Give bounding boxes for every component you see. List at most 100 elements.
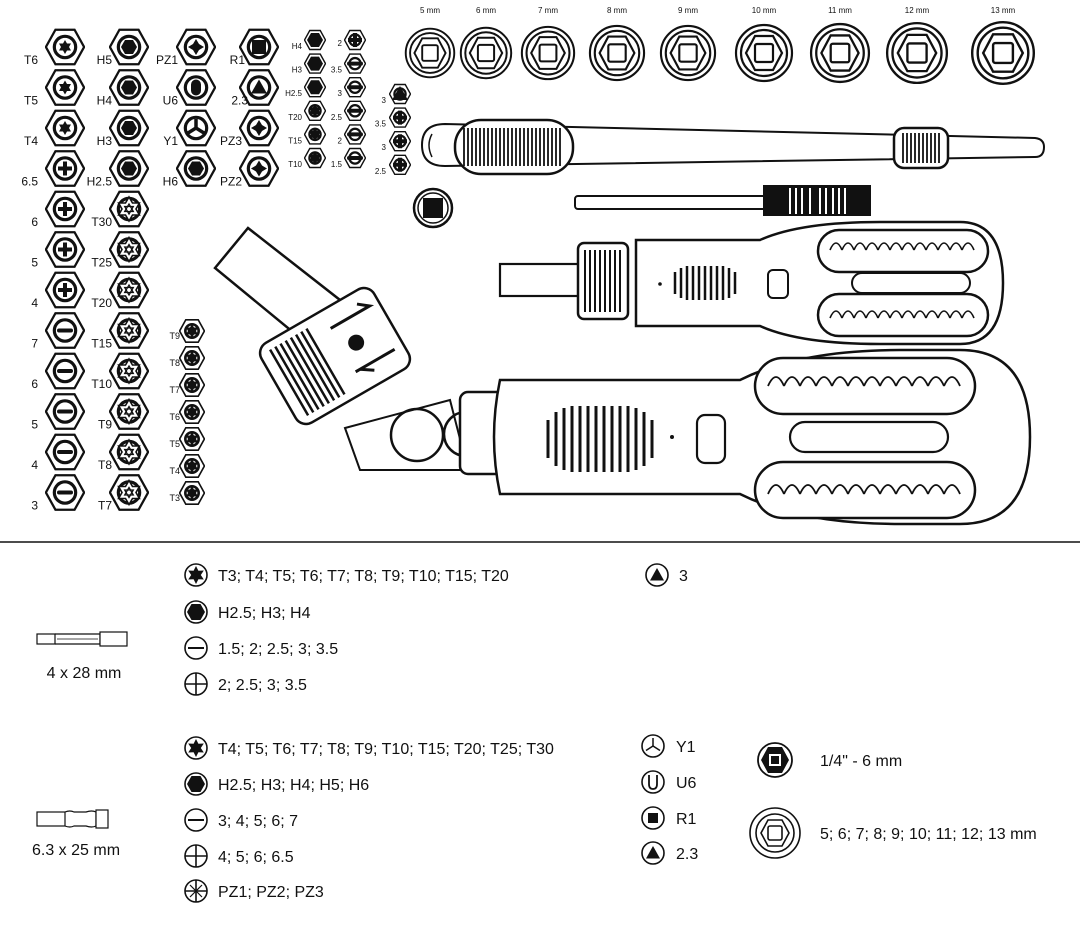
bit: 3.5 — [375, 107, 411, 129]
bit: 3 — [31, 474, 85, 513]
bit-label: T3 — [169, 493, 180, 503]
bit: Y1 — [163, 109, 216, 148]
bit: T15 — [288, 124, 326, 145]
bit-label: T6 — [24, 53, 38, 67]
bit-label: PZ2 — [220, 175, 242, 189]
bit: T20 — [91, 271, 149, 310]
socket-label: 10 mm — [752, 6, 777, 15]
bit: T9 — [169, 318, 205, 344]
bit: 6 — [31, 190, 85, 229]
bit-label: 2.3 — [231, 94, 248, 108]
bit-label: T9 — [169, 331, 180, 341]
socket: 13 mm — [970, 6, 1036, 86]
bit: T25 — [91, 231, 149, 270]
square-drive-adapter — [412, 187, 454, 229]
u-type-size: U6 — [676, 775, 697, 792]
bit-label: H2.5 — [285, 89, 302, 98]
adapter-icon — [757, 742, 793, 778]
bit: 2 — [338, 29, 366, 51]
socket: 7 mm — [520, 6, 576, 81]
phillips-icon — [184, 672, 208, 696]
bit: R1 — [230, 28, 279, 67]
bit-label: 3 — [382, 143, 387, 152]
bit: H3 — [292, 53, 326, 75]
bit-label: 4 — [31, 458, 38, 472]
socket: 11 mm — [809, 6, 871, 84]
extension-bar — [420, 118, 1046, 176]
bit-label: 3.5 — [375, 120, 387, 129]
bit: H4 — [292, 29, 326, 51]
bit: PZ2 — [220, 150, 279, 189]
socket-label: 12 mm — [905, 6, 930, 15]
bit-4x28-icon — [36, 631, 128, 647]
socket: 12 mm — [885, 6, 949, 85]
socket: 8 mm — [588, 6, 646, 82]
bit: H4 — [97, 69, 149, 108]
triangle-size-small: 3 — [679, 568, 688, 585]
square-size: R1 — [676, 811, 697, 828]
bit: T6 — [24, 28, 85, 67]
pozidriv-sizes: PZ1; PZ2; PZ3 — [218, 884, 324, 901]
tri-wing-size: Y1 — [676, 739, 696, 756]
bit: T9 — [98, 393, 149, 432]
socket-icon — [749, 807, 801, 859]
socket: 9 mm — [659, 6, 717, 82]
bit-6x25-size: 6.3 x 25 mm — [32, 842, 120, 859]
bit-label: T10 — [288, 160, 302, 169]
bit: T4 — [24, 109, 85, 148]
bit-label: 2.5 — [375, 167, 387, 176]
bit: T8 — [98, 433, 149, 472]
triangle-icon — [645, 563, 669, 587]
bit: 2.3 — [231, 69, 279, 108]
tri-wing-icon — [641, 734, 665, 758]
bit-label: T20 — [91, 296, 112, 310]
slot-sizes-small: 1.5; 2; 2.5; 3; 3.5 — [218, 641, 338, 658]
socket: 5 mm — [404, 6, 456, 79]
extension-grip-lines — [463, 128, 561, 166]
bit: T7 — [98, 474, 149, 513]
ratchet-screwdriver — [213, 226, 1032, 526]
bit-label: Y1 — [163, 134, 178, 148]
small-screwdriver — [498, 220, 1005, 346]
bit: U6 — [163, 69, 216, 108]
bit-label: T20 — [288, 113, 302, 122]
bit: 2.5 — [331, 100, 366, 122]
bit-label: 5 — [31, 256, 38, 270]
bit-label: T5 — [169, 439, 180, 449]
legend: 4 x 28 mm 6.3 x 25 mm T3; T4; T5; T6; T7… — [32, 563, 1037, 903]
adapter-size: 1/4" - 6 mm — [820, 753, 902, 770]
bit-label: H4 — [97, 94, 113, 108]
bit: 1.5 — [331, 147, 366, 169]
bit-columns: T6T5T46.565476543H5H4H3H2.5T30T25T20T15T… — [21, 28, 411, 513]
bit-label: T6 — [169, 412, 180, 422]
bit-label: T15 — [91, 337, 112, 351]
socket: 6 mm — [459, 6, 513, 80]
socket-label: 13 mm — [991, 6, 1016, 15]
bit-label: 3 — [31, 499, 38, 513]
bit: T10 — [288, 147, 326, 169]
bit-label: 3 — [382, 96, 387, 105]
hex-icon — [184, 600, 208, 624]
torx-icon — [184, 563, 208, 587]
bit-label: 2 — [338, 39, 343, 48]
square-icon — [641, 806, 665, 830]
torx-sizes-small: T3; T4; T5; T6; T7; T8; T9; T10; T15; T2… — [218, 568, 509, 585]
bit-label: T5 — [24, 94, 38, 108]
bit-label: T7 — [98, 499, 112, 513]
bit: H3 — [97, 109, 149, 148]
bit: T7 — [169, 372, 205, 398]
bit: H6 — [163, 150, 216, 189]
slot-icon — [184, 636, 208, 660]
bit-label: U6 — [163, 94, 179, 108]
bit-6x25-icon — [36, 809, 109, 829]
bit-label: 2 — [338, 136, 343, 145]
bit-holder-rod — [574, 185, 871, 216]
bit-label: 6 — [31, 215, 38, 229]
bit: 3.5 — [331, 53, 366, 75]
triangle-size-large: 2.3 — [676, 846, 698, 863]
bit-label: 3.5 — [331, 66, 343, 75]
socket-label: 7 mm — [538, 6, 558, 15]
bit-label: 7 — [31, 337, 38, 351]
